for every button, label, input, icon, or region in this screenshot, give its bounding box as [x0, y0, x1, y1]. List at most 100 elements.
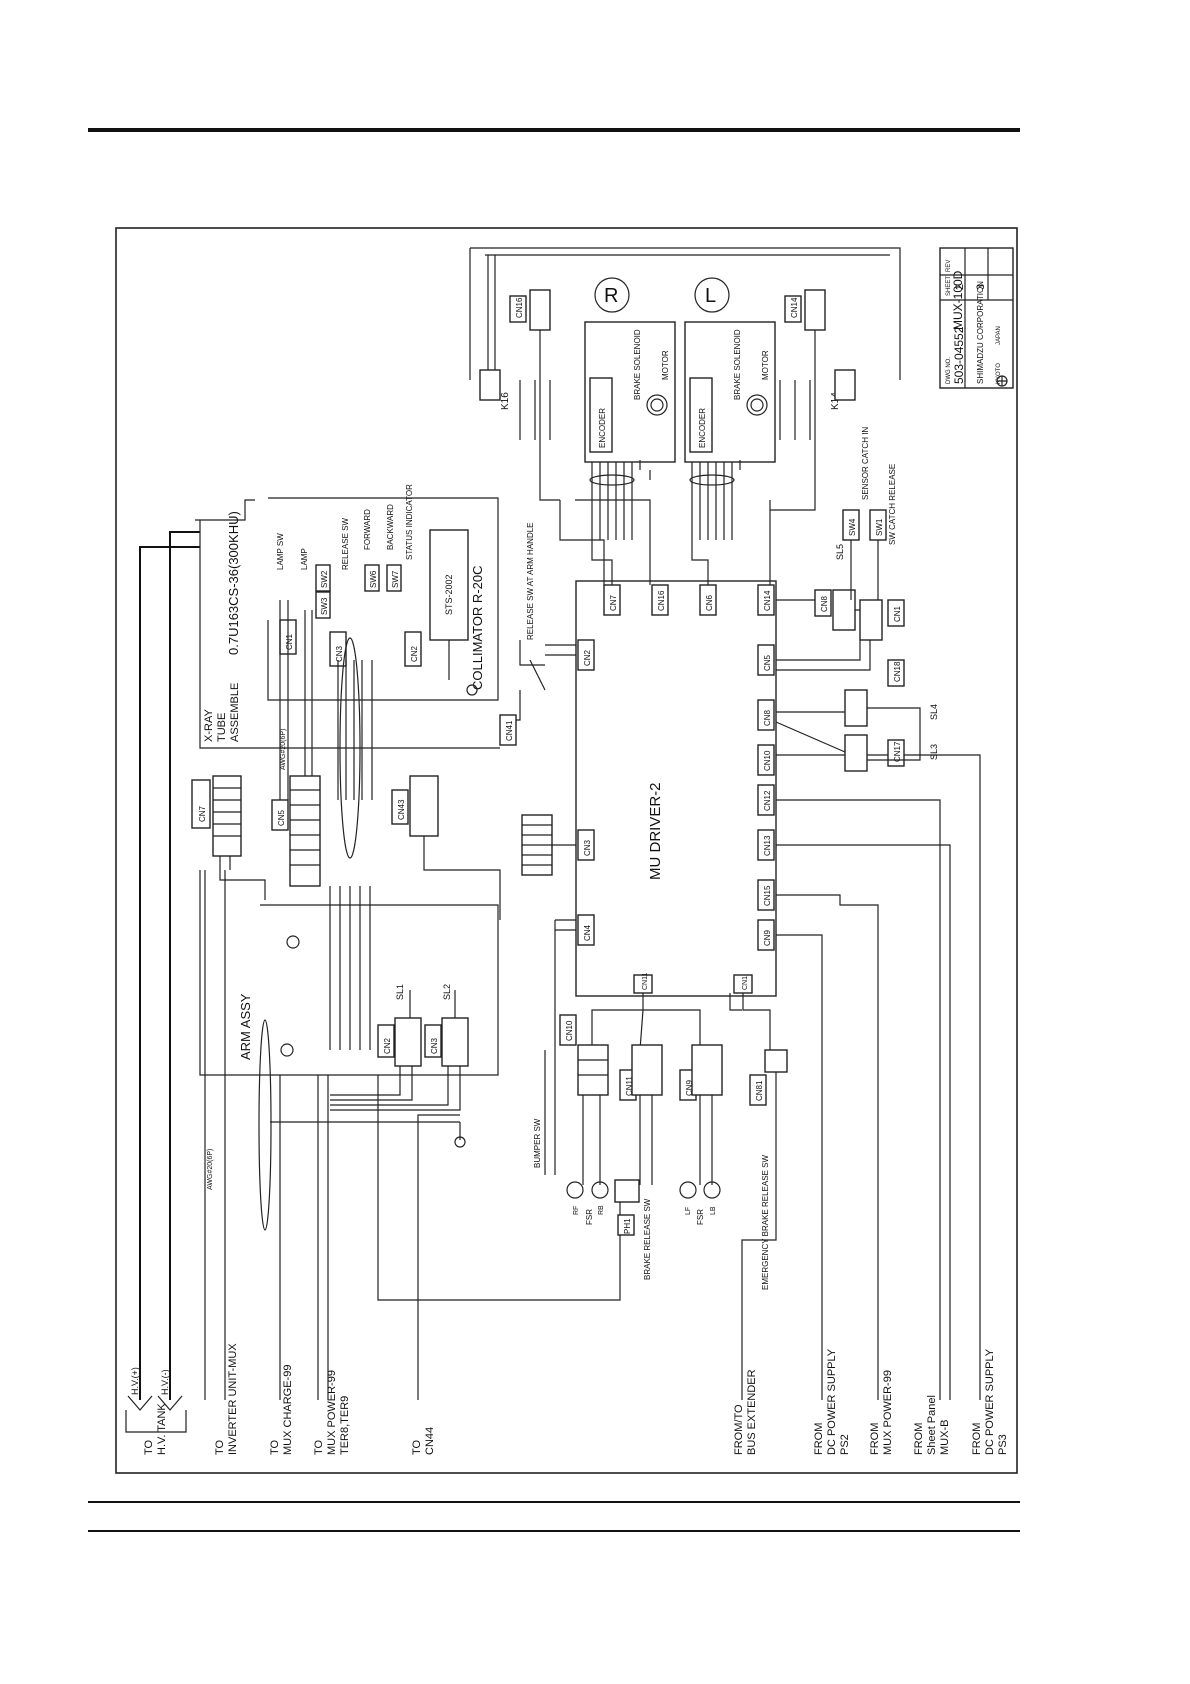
mu-driver-title: MU DRIVER-2 — [647, 782, 664, 880]
xray-tube-assembly: X-RAY TUBE ASSEMBLE 0.7U163CS-36(300KHU) — [195, 499, 260, 749]
k16-label: K16 — [500, 392, 511, 410]
cn17-label: CN17 — [893, 741, 902, 762]
cn13-mu-label: CN13 — [763, 835, 772, 856]
lamp-label: LAMP — [300, 548, 309, 570]
cn9-bottom-label: CN9 — [685, 1079, 694, 1096]
xray-line-3: ASSEMBLE — [229, 683, 241, 742]
cn2-collimator-label: CN2 — [410, 645, 419, 662]
k14-label: K14 — [830, 392, 841, 410]
bumper-sw-label: BUMPER SW — [533, 1118, 542, 1168]
cn7-left-label: CN7 — [198, 805, 207, 822]
xray-line-1: X-RAY — [203, 709, 215, 742]
label-dc-ps2: FROMDC POWER SUPPLYPS2 — [813, 1348, 851, 1455]
label-hv-tank: TOH.V. TANK — [143, 1403, 168, 1455]
cn2-mu-label: CN2 — [583, 649, 592, 666]
cn10-bottom-label: CN10 — [565, 1020, 574, 1041]
cn11-bottom-label: CN11 — [625, 1076, 634, 1096]
cn4-mu-label: CN4 — [583, 924, 592, 941]
label-mux-power: TOMUX POWER-99TER8,TER9 — [313, 1370, 351, 1455]
sw1-label: SW1 — [875, 518, 884, 536]
company-country: JAPAN — [996, 326, 1002, 345]
forward-label: FORWARD — [363, 509, 372, 550]
cn3-mu-label: CN3 — [583, 839, 592, 856]
cn2-arm-label: CN2 — [383, 1037, 392, 1054]
cn8-mu-label: CN8 — [763, 709, 772, 726]
bottom-rule-1 — [88, 1501, 1020, 1503]
xray-model: 0.7U163CS-36(300KHU) — [226, 511, 241, 655]
rf-label: RF — [573, 1206, 580, 1215]
drawing-frame — [115, 227, 1018, 1474]
motor-r-icon-inner — [650, 398, 664, 412]
fsr-left-label: FSR — [696, 1209, 705, 1225]
rb-label: RB — [598, 1205, 605, 1215]
sl3-label: SL3 — [929, 744, 939, 760]
sw-catch-release-label: SW CATCH RELEASE — [888, 464, 897, 545]
top-rule — [88, 128, 1020, 132]
arm-assy-title: ARM ASSY — [238, 993, 253, 1060]
label-sheet-panel: FROMSheet PanelMUX-B — [913, 1395, 951, 1455]
cn8-right-label: CN8 — [820, 595, 829, 612]
cn12-mu-label: CN12 — [763, 790, 772, 811]
dwg-label: DWG NO. — [946, 357, 952, 384]
sw3-label: SW3 — [320, 597, 329, 615]
left-wires: AWG#20(6P) — [207, 870, 621, 1400]
sw4-label: SW4 — [848, 518, 857, 536]
fsr-right-front-icon — [566, 1181, 584, 1199]
ph1-label: PH1 — [623, 1218, 632, 1234]
label-mux-power2: FROMMUX POWER-99 — [869, 1370, 894, 1455]
label-cn44: TOCN44 — [411, 1427, 436, 1455]
company-name: SHIMADZU CORPORATION — [976, 281, 985, 384]
cn5-mu-label: CN5 — [763, 654, 772, 671]
lb-label: LB — [710, 1206, 717, 1215]
awg-label-b: AWG#20(6P) — [207, 1149, 214, 1190]
mu-driver-2: MU DRIVER-2 — [575, 580, 777, 997]
sl2-label: SL2 — [442, 984, 452, 1000]
cn16-top-label: CN16 — [515, 297, 524, 318]
label-inverter: TOINVERTER UNIT-MUX — [214, 1343, 239, 1455]
motor-l-badge — [694, 277, 730, 313]
cn11-mu-label: CN11 — [642, 973, 649, 990]
sl1-label: SL1 — [395, 984, 405, 1000]
hv-minus-label: H.V.(-) — [160, 1369, 170, 1395]
xray-line-2: TUBE — [216, 713, 228, 742]
hv-lines: H.V.(+) H.V.(-) — [125, 531, 200, 1433]
right-cluster: CN8 SL5 CN1 CN18 SL4 SL3 CN17 SW4 SW1 SE… — [775, 427, 939, 772]
motor-l-letter: L — [705, 285, 716, 307]
sensor-catch-in-label: SENSOR CATCH IN — [861, 427, 870, 500]
right-wires — [729, 754, 981, 1400]
rev-label: REV — [946, 260, 952, 272]
cn14-top-label: CN14 — [790, 297, 799, 318]
title-block: DWG NO. 503-04552 MUX-100D SHEET 2 3 REV… — [939, 247, 1014, 389]
brake-l-label: BRAKE SOLENOID — [733, 329, 742, 400]
sl5-label: SL5 — [835, 544, 845, 560]
cn41-label: CN41 — [505, 720, 514, 741]
motor-l-icon — [746, 394, 768, 416]
fsr-right-label: FSR — [585, 1209, 594, 1225]
cn1-collimator-label: CN1 — [285, 633, 294, 650]
release-sw-label: RELEASE SW — [341, 518, 350, 570]
harness-cn7-cn5: CN7 CN5 AWG#20(6P) CN43 — [191, 637, 501, 1400]
cn15-mu-label: CN15 — [763, 885, 772, 906]
motor-l-icon-inner — [750, 398, 764, 412]
sheet-of: 3 — [975, 284, 987, 290]
sw6-label: SW6 — [369, 570, 378, 588]
motor-r-icon — [646, 394, 668, 416]
brake-r-label: BRAKE SOLENOID — [633, 329, 642, 400]
dwg-number: 503-04552 — [952, 326, 966, 384]
label-bus-ext: FROM/TOBUS EXTENDER — [733, 1369, 758, 1455]
sts-label: STS-2002 — [444, 574, 454, 615]
sw2-label: SW2 — [320, 570, 329, 588]
release-sw-arm: RELEASE SW AT ARM HANDLE CN41 — [260, 522, 576, 749]
cn14-mu-label: CN14 — [763, 590, 772, 611]
cn81-label: CN81 — [755, 1080, 764, 1101]
cn5-label: CN5 — [277, 809, 286, 826]
encoder-r-label: ENCODER — [598, 408, 607, 448]
cn43-label: CN43 — [397, 799, 406, 820]
lamp-sw-label: LAMP SW — [276, 533, 285, 570]
release-arm-label: RELEASE SW AT ARM HANDLE — [526, 522, 535, 640]
ground-icon — [286, 935, 300, 949]
awg-label-a: AWG#20(6P) — [280, 729, 287, 770]
emergency-label: EMERGENCY BRAKE RELEASE SW — [761, 1155, 770, 1290]
collimator: COLLIMATOR R-20C STS-2002 LAMP SW LAMP R… — [267, 484, 499, 800]
